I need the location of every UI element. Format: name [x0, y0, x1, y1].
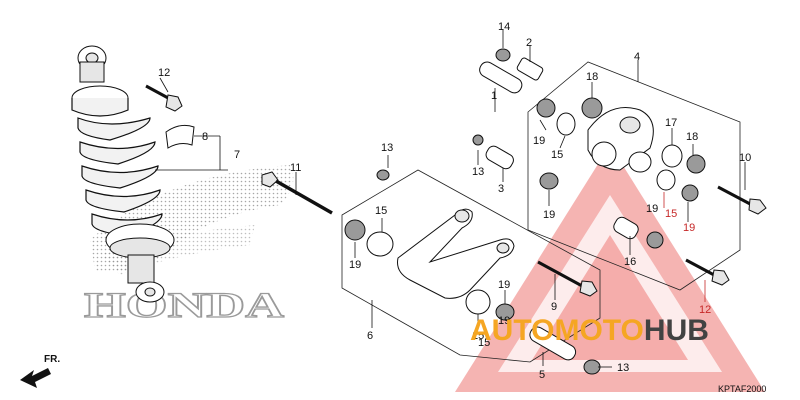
callout-14: 14 [498, 21, 510, 33]
bearing-18a [581, 97, 603, 119]
cushion-arm [344, 208, 515, 321]
diagram-code: KPTAF2000 [718, 384, 766, 394]
callout-19-d: 19 [683, 222, 695, 234]
seal-19c [539, 172, 559, 190]
callout-3: 3 [498, 183, 504, 195]
seal-18b [686, 154, 706, 174]
bolt-10 [717, 185, 767, 215]
callout-18-upper: 18 [586, 71, 598, 83]
front-direction-label: FR. [44, 354, 60, 365]
collar-16 [613, 216, 639, 240]
collar-1 [479, 61, 523, 94]
callout-16: 16 [624, 256, 636, 268]
upper-mount-bolt [145, 84, 183, 112]
callout-6: 6 [367, 330, 373, 342]
callout-8: 8 [202, 131, 208, 143]
callout-13-b: 13 [472, 166, 484, 178]
nut-14 [495, 48, 511, 62]
callout-2: 2 [526, 37, 532, 49]
cushion-arm-group-outline [341, 169, 601, 363]
callout-1: 1 [491, 90, 497, 102]
cushion-link [587, 107, 654, 173]
seal-19e [646, 231, 664, 249]
callout-19-a: 19 [533, 135, 545, 147]
rear-shock-absorber [71, 45, 175, 303]
callout-13-a: 13 [381, 142, 393, 154]
leader-lines [155, 30, 746, 368]
bearing-15a [556, 112, 576, 136]
callout-19-c: 19 [646, 203, 658, 215]
bearing-17 [661, 144, 683, 168]
callout-19-g: 19 [498, 315, 510, 327]
callout-15-c: 15 [375, 205, 387, 217]
callout-7: 7 [234, 149, 240, 161]
bearing-15b [656, 169, 676, 191]
callout-19-e: 19 [349, 259, 361, 271]
callout-11: 11 [290, 162, 301, 174]
front-direction-arrow-icon [20, 368, 51, 388]
callout-12-upper: 12 [158, 67, 170, 79]
nut-13b [472, 134, 484, 146]
callout-4: 4 [634, 51, 640, 63]
callout-10: 10 [739, 152, 751, 164]
callout-15-d: 15 [472, 330, 484, 342]
collar-2 [516, 57, 544, 81]
callout-13-c: 13 [617, 362, 629, 374]
bolt-9 [537, 260, 598, 297]
long-through-bolt [261, 171, 333, 215]
bolt-12b [685, 258, 730, 286]
nut-13c [583, 359, 601, 375]
callout-18-lower: 18 [686, 131, 698, 143]
callout-5: 5 [539, 369, 545, 381]
watermark-text: AUTOMOTOHUB [470, 314, 709, 347]
seal-19a [536, 98, 556, 118]
seal-19b [681, 184, 699, 202]
callout-9: 9 [551, 301, 557, 313]
callout-12-lower: 12 [699, 304, 711, 316]
collar-3 [485, 145, 514, 170]
callout-15-b: 15 [665, 208, 677, 220]
label-sticker [165, 124, 195, 149]
collar-5 [529, 326, 577, 361]
callout-17: 17 [665, 117, 677, 129]
callout-19-f: 19 [498, 279, 510, 291]
callout-15-a: 15 [551, 149, 563, 161]
callout-19-b: 19 [543, 209, 555, 221]
nut-13a [376, 169, 390, 181]
honda-lettering: HONDA [84, 285, 284, 325]
callout-15-e: 15 [478, 337, 490, 349]
